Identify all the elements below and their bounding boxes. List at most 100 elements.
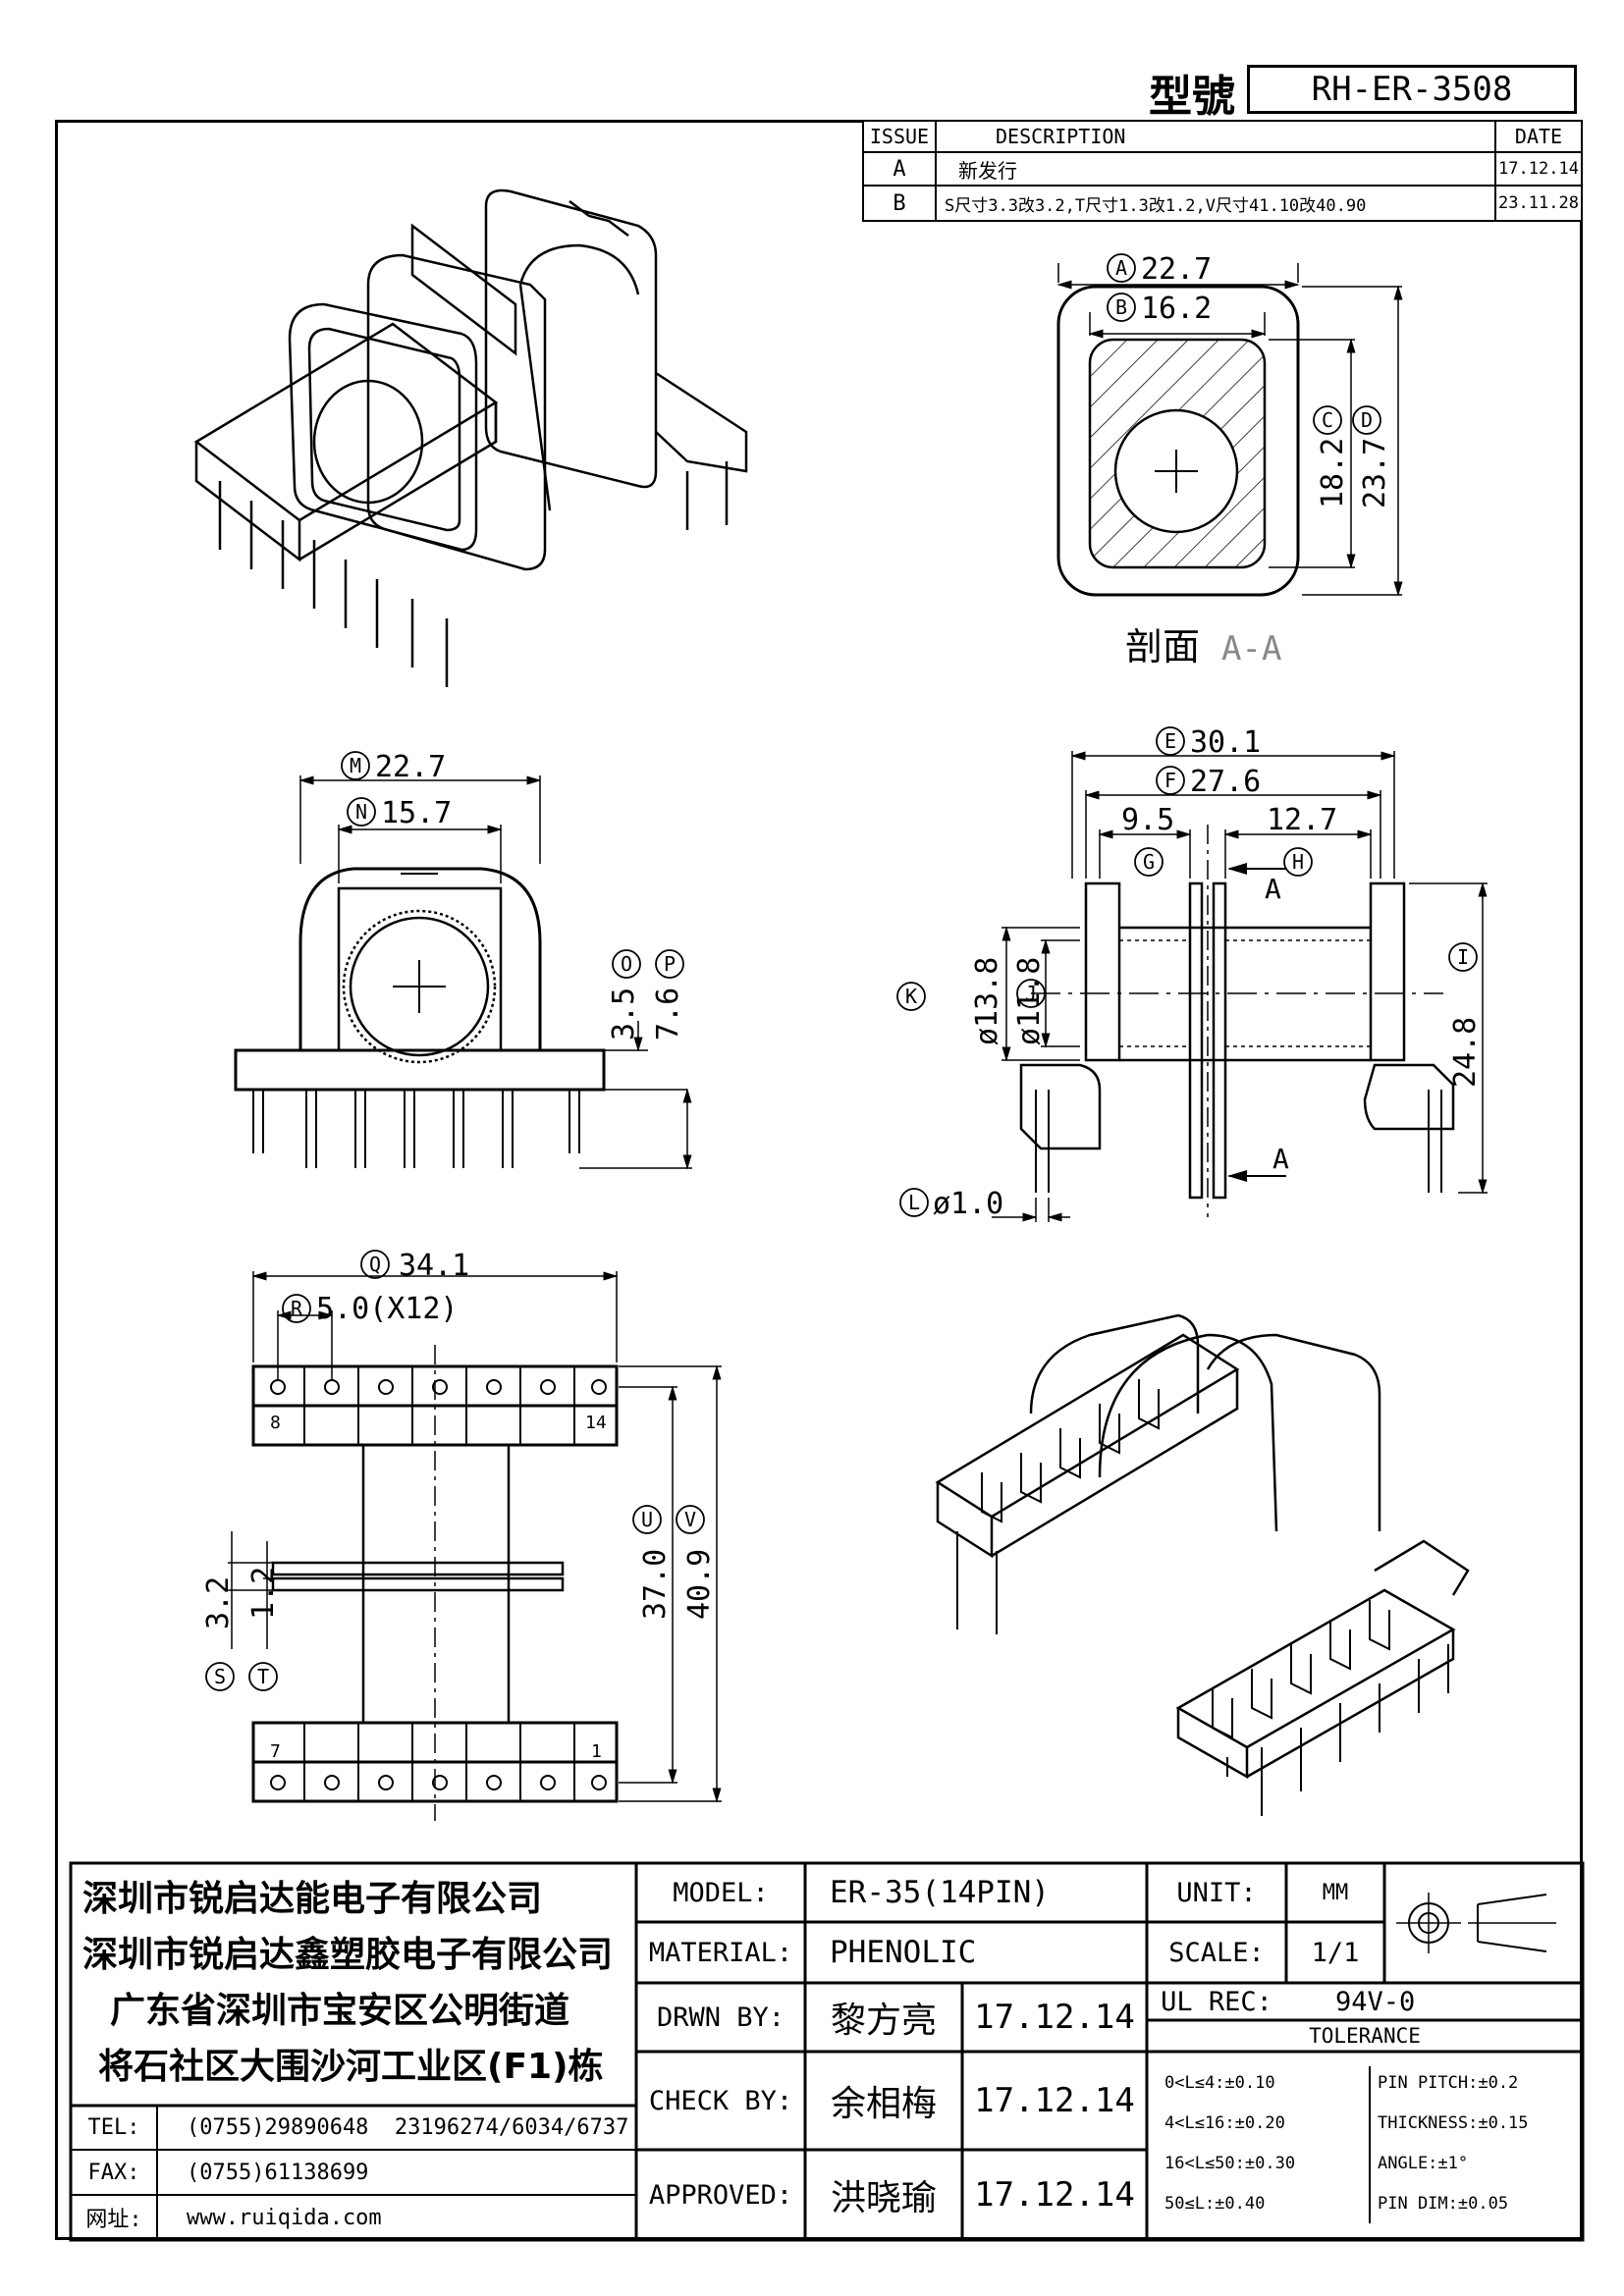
check-by-name: 余相梅 — [830, 2084, 937, 2124]
pin-label-1: 1 — [591, 1741, 602, 1762]
svg-text:I: I — [1457, 945, 1469, 969]
dim-r-value: 5.0(X12) — [316, 1292, 459, 1326]
pin-label-7: 7 — [270, 1741, 281, 1762]
web-label: 网址: — [85, 2208, 142, 2232]
svg-text:G: G — [1143, 850, 1155, 874]
rev-b-date: 23.11.28 — [1494, 187, 1581, 220]
approved-name: 洪晓瑜 — [830, 2178, 937, 2218]
tolerance-left-3: 16<L≤50:±0.30 — [1164, 2154, 1296, 2173]
tolerance-left-4: 50≤L:±0.40 — [1164, 2194, 1266, 2214]
model-number-box: RH-ER-3508 — [1247, 65, 1577, 114]
rev-header-description: DESCRIPTION — [937, 122, 1494, 153]
tolerance-left-1: 0<L≤4:±0.10 — [1164, 2073, 1275, 2093]
dim-k-value: ø13.8 — [970, 957, 1004, 1045]
unit-value: MM — [1322, 1880, 1349, 1905]
title-block-grid — [69, 1861, 1585, 2242]
front-view — [234, 775, 692, 1170]
section-marker-bottom: A — [1272, 1143, 1289, 1175]
drawn-by-label: DRWN BY: — [656, 2002, 785, 2033]
scale-value: 1/1 — [1311, 1937, 1360, 1968]
ul-value: 94V-0 — [1335, 1986, 1416, 2017]
section-marker-top: A — [1265, 873, 1281, 905]
pin-label-14: 14 — [585, 1413, 607, 1433]
rev-header-issue: ISSUE — [864, 122, 937, 153]
fax-label: FAX: — [87, 2160, 140, 2185]
svg-text:Q: Q — [369, 1253, 381, 1276]
material-field-value: PHENOLIC — [830, 1935, 977, 1970]
dim-h-value: 12.7 — [1267, 803, 1337, 837]
dim-p-value: 7.6 — [651, 988, 685, 1041]
dim-g-value: 9.5 — [1121, 803, 1174, 837]
svg-text:J: J — [1025, 982, 1037, 1005]
dim-u-value: 37.0 — [638, 1549, 673, 1620]
fax-value: (0755)61138699 — [187, 2160, 369, 2185]
web-value: www.ruiqida.com — [187, 2205, 382, 2230]
projection-symbol-icon — [1396, 1893, 1556, 1953]
dim-o-value: 3.5 — [607, 988, 641, 1041]
svg-text:H: H — [1292, 850, 1304, 874]
tolerance-right-2: THICKNESS:±0.15 — [1378, 2113, 1529, 2133]
dim-d-value: 23.7 — [1358, 438, 1392, 508]
svg-text:D: D — [1361, 408, 1373, 432]
pin-label-8: 8 — [270, 1413, 281, 1433]
material-field-label: MATERIAL: — [648, 1937, 793, 1968]
svg-text:U: U — [641, 1508, 653, 1531]
company-line-4: 将石社区大围沙河工业区(F1)栋 — [98, 2047, 604, 2087]
dim-i-value: 24.8 — [1448, 1017, 1483, 1088]
dim-a-value: 22.7 — [1141, 252, 1212, 287]
ul-label: UL REC: — [1161, 1986, 1272, 2017]
approved-label: APPROVED: — [648, 2179, 793, 2211]
svg-text:T: T — [257, 1665, 269, 1688]
dim-t-value: 1.2 — [246, 1567, 281, 1620]
side-view — [992, 751, 1488, 1222]
company-line-1: 深圳市锐启达能电子有限公司 — [82, 1879, 543, 1919]
rev-header-date: DATE — [1494, 122, 1581, 153]
model-field-label: MODEL: — [673, 1877, 769, 1908]
dim-m-value: 22.7 — [375, 750, 446, 784]
unit-label: UNIT: — [1176, 1877, 1257, 1908]
tolerance-left-2: 4<L≤16:±0.20 — [1164, 2113, 1285, 2133]
company-line-2: 深圳市锐启达鑫塑胶电子有限公司 — [82, 1935, 614, 1975]
dim-v-value: 40.9 — [682, 1549, 717, 1620]
dim-n-value: 15.7 — [381, 796, 452, 830]
dim-e-value: 30.1 — [1190, 725, 1261, 760]
tolerance-title: TOLERANCE — [1309, 2024, 1421, 2048]
company-line-3: 广东省深圳市宝安区公明街道 — [110, 1991, 570, 2031]
scale-label: SCALE: — [1168, 1937, 1265, 1968]
svg-text:R: R — [291, 1297, 303, 1320]
drawn-date: 17.12.14 — [974, 1998, 1135, 2037]
svg-text:O: O — [621, 952, 632, 976]
tolerance-right-1: PIN PITCH:±0.2 — [1378, 2073, 1519, 2093]
svg-text:B: B — [1115, 295, 1127, 319]
tolerance-right-3: ANGLE:±1° — [1378, 2154, 1469, 2173]
drawn-by-name: 黎方亮 — [830, 2001, 937, 2041]
rev-a-issue: A — [864, 153, 937, 187]
svg-text:L: L — [908, 1191, 920, 1214]
tel-value: (0755)29890648 23196274/6034/6737 — [187, 2115, 629, 2140]
dim-j-value: ø11.8 — [1012, 957, 1047, 1045]
svg-text:C: C — [1322, 408, 1333, 432]
dim-f-value: 27.6 — [1190, 765, 1261, 799]
section-label: 剖面 — [1125, 625, 1200, 668]
section-view-aa — [1056, 263, 1403, 597]
dim-l-value: ø1.0 — [933, 1187, 1003, 1221]
svg-text:P: P — [664, 952, 676, 976]
check-by-label: CHECK BY: — [648, 2085, 793, 2116]
isometric-view-bottom — [935, 1313, 1470, 1816]
svg-text:A: A — [1115, 256, 1127, 280]
revision-table: ISSUE DESCRIPTION DATE A 新发行 17.12.14 B … — [862, 120, 1583, 222]
rev-b-description: S尺寸3.3改3.2,T尺寸1.3改1.2,V尺寸41.10改40.90 — [945, 195, 1367, 216]
svg-text:F: F — [1164, 769, 1176, 792]
svg-text:K: K — [905, 985, 917, 1008]
svg-text:E: E — [1164, 729, 1176, 753]
model-field-value: ER-35(14PIN) — [830, 1875, 1050, 1910]
tolerance-right-4: PIN DIM:±0.05 — [1378, 2194, 1509, 2214]
section-label-suffix: A-A — [1221, 629, 1281, 668]
model-label: 型號 — [1149, 72, 1235, 122]
rev-b-issue: B — [864, 187, 937, 220]
svg-text:M: M — [350, 754, 361, 777]
dim-q-value: 34.1 — [399, 1249, 469, 1283]
dim-s-value: 3.2 — [201, 1576, 236, 1629]
rev-a-description: 新发行 — [937, 153, 1494, 187]
